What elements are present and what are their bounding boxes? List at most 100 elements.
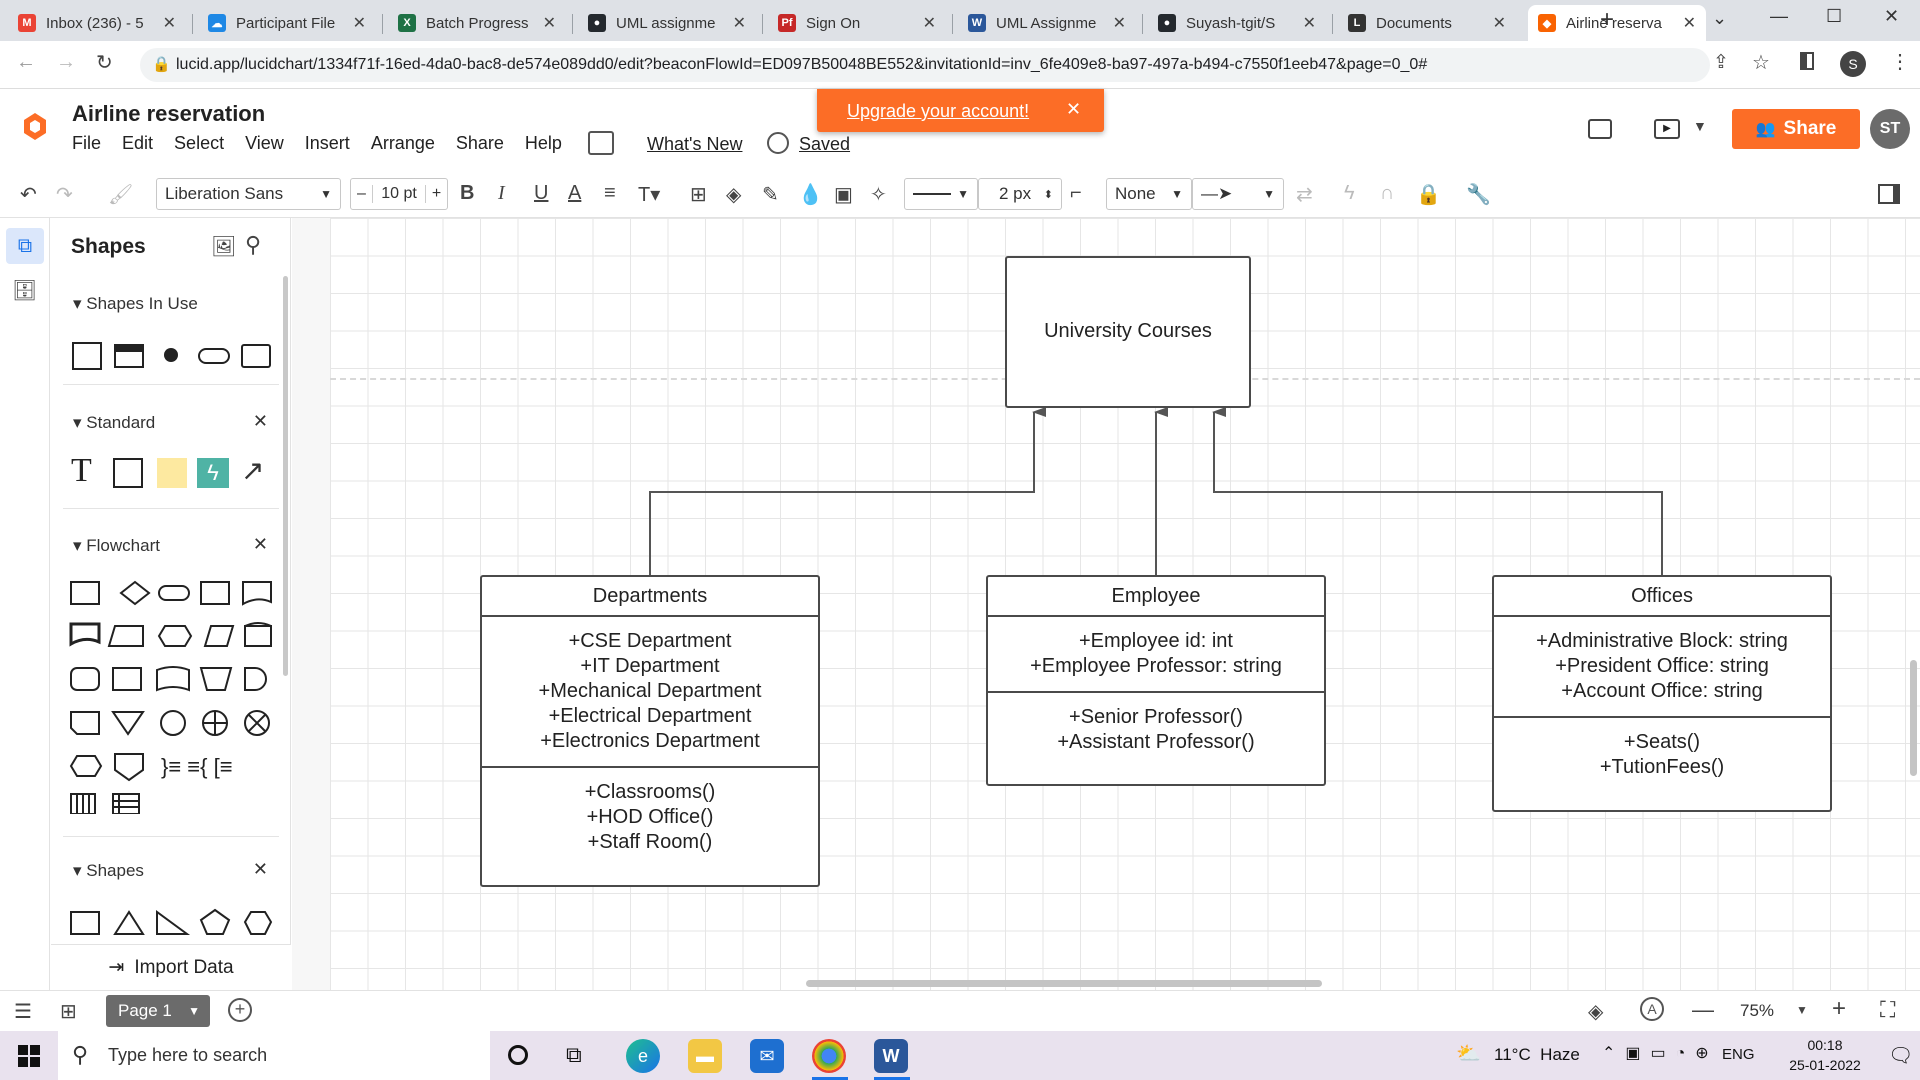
shape-dot[interactable] (164, 348, 178, 362)
shape-rectangle[interactable] (72, 342, 102, 370)
style-icon[interactable]: ▣ (834, 184, 853, 206)
shape-action-bolt[interactable]: ϟ (197, 458, 229, 488)
mail-icon[interactable]: ✉ (750, 1039, 784, 1073)
add-page-icon[interactable]: + (228, 998, 252, 1022)
opacity-icon[interactable]: 💧 (798, 184, 823, 206)
lock-shape-icon[interactable]: 🔒 (1416, 184, 1441, 206)
file-explorer-icon[interactable]: ▬ (688, 1039, 722, 1073)
right-panel-toggle-icon[interactable] (1878, 184, 1900, 204)
edge-icon[interactable]: e (626, 1039, 660, 1073)
history-clock-icon[interactable] (767, 132, 789, 154)
shape-uml-class[interactable] (114, 344, 144, 368)
close-section-icon[interactable]: ✕ (252, 534, 268, 554)
horizontal-scrollbar[interactable] (806, 980, 1322, 987)
cortana-icon[interactable] (508, 1045, 528, 1065)
format-painter-icon[interactable]: 🖌 (108, 184, 134, 206)
font-size-stepper[interactable]: – 10 pt + (350, 178, 448, 210)
lucid-logo-icon[interactable] (22, 111, 48, 141)
class-offices[interactable]: Offices +Administrative Block: string+Pr… (1492, 575, 1832, 812)
comments-icon[interactable] (1588, 119, 1612, 139)
shape-block[interactable] (113, 458, 143, 488)
share-page-icon[interactable]: ⇪ (1713, 52, 1729, 73)
swap-arrows-icon[interactable]: ⇄ (1296, 184, 1313, 206)
menu-item[interactable]: Select (174, 133, 225, 153)
tab-close-icon[interactable]: ✕ (1682, 15, 1696, 32)
document-title[interactable]: Airline reservation (72, 101, 266, 126)
url-field[interactable]: 🔒 lucid.app/lucidchart/1334f71f-16ed-4da… (140, 48, 1710, 82)
bold-icon[interactable]: B (460, 182, 475, 204)
minimize-button[interactable]: — (1770, 6, 1788, 26)
shapes-tab-icon[interactable]: ⧉ (6, 228, 44, 264)
tab-close-icon[interactable]: ✕ (542, 15, 556, 32)
redo-icon[interactable]: ↷ (56, 184, 73, 206)
class-departments[interactable]: Departments +CSE Department+IT Departmen… (480, 575, 820, 887)
align-icon[interactable]: ≡ (604, 182, 616, 204)
line-width-select[interactable]: 2 px⬍ (978, 178, 1062, 210)
bookmark-star-icon[interactable]: ☆ (1752, 52, 1770, 74)
undo-icon[interactable]: ↶ (20, 184, 37, 206)
connector-departments[interactable] (649, 407, 1046, 575)
new-tab-button[interactable]: + (1600, 6, 1615, 33)
end-endpoint-select[interactable]: —➤▼ (1192, 178, 1284, 210)
close-section-icon[interactable]: ✕ (252, 859, 268, 879)
taskbar-search-field[interactable]: ⚲ Type here to search (58, 1031, 490, 1080)
saved-status[interactable]: Saved (799, 134, 851, 154)
menu-item[interactable]: File (72, 133, 102, 153)
menu-item[interactable]: Insert (304, 133, 350, 153)
section-standard[interactable]: ▾ Standard (73, 413, 156, 432)
tab-close-icon[interactable]: ✕ (1492, 15, 1506, 32)
page-list-icon[interactable]: ☰ (14, 1001, 32, 1023)
share-button[interactable]: 👥Share (1732, 109, 1860, 149)
flowchart-shapes-grid[interactable]: }≡ ≡{ [≡ (67, 574, 277, 814)
browser-menu-icon[interactable]: ⋮ (1890, 51, 1910, 73)
browser-tab[interactable]: ☁Participant File✕ (198, 5, 376, 41)
zoom-in-icon[interactable]: + (1832, 995, 1847, 1022)
fullscreen-icon[interactable]: ⛶ (1880, 997, 1896, 1022)
magnet-icon[interactable]: ∩ (1380, 182, 1395, 204)
wrench-icon[interactable]: 🔧 (1466, 184, 1491, 206)
present-dropdown-icon[interactable]: ▼ (1693, 118, 1707, 134)
search-icon[interactable]: ⚲ (245, 232, 262, 257)
fill-color-icon[interactable]: ◈ (726, 184, 742, 206)
shape-text[interactable]: T (71, 452, 92, 489)
whats-new-link[interactable]: What's New (647, 134, 743, 154)
browser-tab[interactable]: ●UML assignme✕ (578, 5, 756, 41)
shape-sticky-note[interactable] (157, 458, 187, 488)
windows-start-icon[interactable] (18, 1045, 40, 1067)
menu-item[interactable]: Help (524, 133, 562, 153)
tab-close-icon[interactable]: ✕ (352, 15, 366, 32)
clock[interactable]: 00:18 25-01-2022 (1780, 1035, 1870, 1075)
tab-close-icon[interactable]: ✕ (922, 15, 936, 32)
line-color-icon[interactable]: ✎ (762, 184, 779, 206)
weather-text[interactable]: 11°C Haze (1494, 1045, 1580, 1064)
integrations-icon[interactable] (588, 131, 614, 155)
system-tray-icons[interactable]: ⌃▣▭◔⊕ (1602, 1045, 1719, 1062)
task-view-icon[interactable]: ⧉ (566, 1042, 582, 1067)
menu-item[interactable]: View (245, 133, 284, 153)
page-grid-icon[interactable]: ⊞ (60, 1001, 77, 1023)
connector-offices[interactable] (1212, 407, 1663, 575)
tab-close-icon[interactable]: ✕ (162, 15, 176, 32)
browser-tab[interactable]: ◆Airline reserva✕ (1528, 5, 1706, 41)
close-banner-icon[interactable]: ✕ (1066, 99, 1082, 119)
line-style-select[interactable]: ▼ (904, 178, 978, 210)
action-bolt-icon[interactable]: ϟ (1344, 182, 1355, 204)
class-employee[interactable]: Employee +Employee id: int+Employee Prof… (986, 575, 1326, 786)
section-flowchart[interactable]: ▾ Flowchart (73, 536, 160, 555)
user-avatar[interactable]: ST (1870, 109, 1910, 149)
text-options-icon[interactable]: T▾ (638, 184, 661, 206)
present-icon[interactable]: ▶ (1654, 119, 1680, 139)
back-icon[interactable]: ← (16, 51, 36, 73)
language-indicator[interactable]: ENG (1722, 1046, 1755, 1063)
start-endpoint-select[interactable]: None▼ (1106, 178, 1192, 210)
data-tab-icon[interactable]: 🗄 (12, 280, 38, 302)
zoom-out-icon[interactable]: — (1692, 997, 1714, 1022)
panel-scrollbar[interactable] (283, 276, 288, 676)
shape-line[interactable]: ↗ (241, 455, 265, 486)
layers-icon[interactable]: ◈ (1588, 1001, 1604, 1023)
tab-close-icon[interactable]: ✕ (1112, 15, 1126, 32)
